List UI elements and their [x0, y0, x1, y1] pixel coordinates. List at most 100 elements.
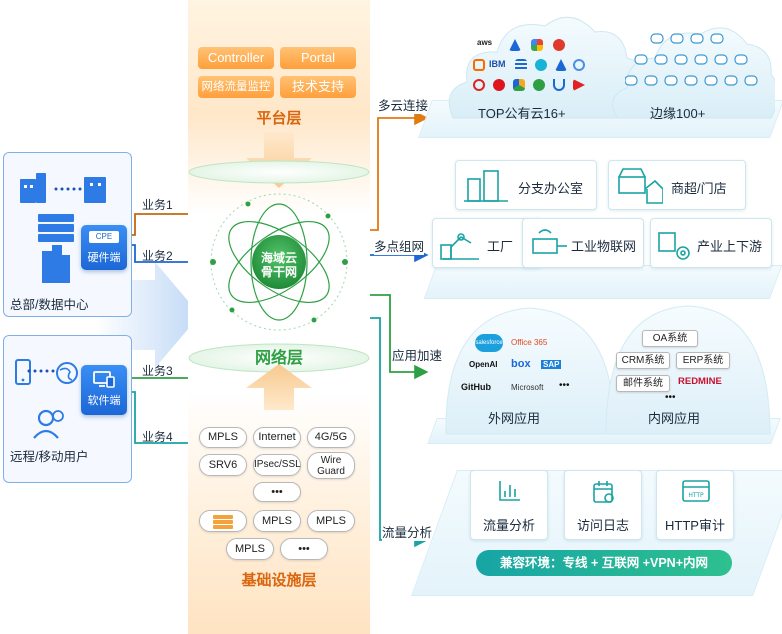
biz-label-4: 业务4 — [142, 430, 173, 444]
infra-pill-ipsec: IPsec/SSL — [253, 454, 301, 476]
internal-more: ••• — [665, 392, 676, 403]
infra-pill-more: ••• — [253, 482, 301, 502]
desktop-icon — [93, 371, 115, 388]
site-card-branch[interactable]: 分支办公室 — [455, 160, 597, 210]
u-logo — [553, 79, 565, 91]
biz-label-1: 业务1 — [142, 198, 173, 212]
down-arrow-icon — [246, 132, 312, 188]
analytics-card-traffic[interactable]: 流量分析 — [470, 470, 548, 540]
green-logo — [533, 79, 545, 91]
app-accel-label: 应用加速 — [392, 345, 443, 364]
red-ring-logo — [473, 79, 485, 91]
site-label-supply-chain: 产业上下游 — [697, 239, 763, 254]
edge-label: 边缘100+ — [650, 106, 706, 121]
internal-app-mail: 邮件系统 — [616, 375, 670, 392]
internal-app-erp: ERP系统 — [676, 352, 730, 369]
public-cloud-logos: aws IBM — [473, 37, 585, 97]
infra-layer-title: 基础设施层 — [241, 572, 317, 589]
controller-button[interactable]: Controller — [198, 47, 274, 69]
gcp-logo — [531, 39, 543, 51]
globe-icon — [56, 362, 78, 384]
infra-pill-internet: Internet — [253, 427, 301, 448]
huawei-logo — [493, 79, 505, 91]
tech-support-button[interactable]: 技术支持 — [280, 76, 356, 98]
infra-pill-mpls-3: MPLS — [307, 510, 355, 532]
bar-chart-icon — [499, 481, 520, 501]
software-label: 软件端 — [87, 395, 121, 407]
salesforce-cloud-logo — [535, 59, 547, 71]
cloud-outline-logo — [573, 59, 585, 71]
biz-label-3: 业务3 — [142, 364, 173, 378]
site-card-supply-chain[interactable]: 产业上下游 — [650, 218, 772, 268]
aws-logo: aws — [477, 38, 493, 47]
traffic-analysis-label: 流量分析 — [382, 522, 433, 541]
tencent-logo — [555, 59, 567, 71]
iiot-device-icon — [532, 229, 567, 254]
infra-pill-more-2: ••• — [280, 538, 328, 560]
infra-pill-4g5g: 4G/5G — [307, 427, 355, 448]
openai-logo: OpenAI — [469, 360, 498, 369]
site-label-iiot: 工业物联网 — [571, 239, 637, 254]
branch-office-icon — [464, 170, 508, 202]
internal-apps-label: 内网应用 — [648, 411, 701, 426]
compat-environment-bar: 兼容环境：专线 + 互联网 +VPN+内网 — [476, 550, 732, 576]
portal-button[interactable]: Portal — [280, 47, 356, 69]
multicolor-logo — [513, 79, 525, 91]
core-label-line1: 海域云 — [260, 251, 297, 265]
infra-pill-mpls-4: MPLS — [226, 538, 274, 560]
internal-app-crm: CRM系统 — [616, 352, 670, 369]
traffic-monitor-button[interactable]: 网络流量监控 — [198, 76, 274, 98]
software-client-badge[interactable]: 软件端 — [81, 365, 127, 415]
infra-pill-srv6: SRV6 — [199, 454, 247, 476]
stack-logo — [515, 59, 527, 71]
cpe-tag: CPE — [89, 231, 119, 243]
analytics-label-logs: 访问日志 — [577, 518, 630, 533]
public-cloud-label: TOP公有云16+ — [478, 106, 566, 121]
core-label: 海域云 骨干网 — [250, 251, 308, 279]
salesforce-logo: salesforce — [475, 334, 503, 352]
github-logo: GitHub — [461, 382, 491, 392]
hq-buildings-icon — [20, 173, 106, 283]
http-audit-icon: HTTP — [682, 480, 710, 502]
red-play-logo — [573, 79, 585, 91]
sites-platform — [423, 265, 782, 299]
multi-cloud-label: 多云连接 — [378, 95, 429, 114]
svg-text:HTTP: HTTP — [688, 492, 704, 499]
site-card-iiot[interactable]: 工业物联网 — [522, 218, 644, 268]
server-rack-icon — [213, 515, 233, 529]
analytics-card-http[interactable]: HTTP HTTP审计 — [656, 470, 734, 540]
redmine-logo: REDMINE — [678, 376, 722, 387]
analytics-card-logs[interactable]: 访问日志 — [564, 470, 642, 540]
hq-label: 总部/数据中心 — [10, 298, 89, 312]
supply-chain-icon — [658, 232, 690, 260]
site-label-branch: 分支办公室 — [518, 181, 584, 196]
microsoft-logo: Microsoft — [511, 383, 544, 392]
ibm-logo: IBM — [489, 59, 506, 69]
infra-pill-server — [199, 510, 247, 532]
office365-logo: Office 365 — [511, 338, 548, 347]
network-layer-title: 网络层 — [254, 350, 303, 367]
infra-pill-mpls: MPLS — [199, 427, 247, 448]
hardware-cpe-badge[interactable]: CPE 硬件端 — [81, 225, 127, 270]
alibaba-logo — [473, 59, 485, 71]
platform-layer-title: 平台层 — [256, 110, 302, 127]
remote-label: 远程/移动用户 — [10, 450, 89, 464]
external-apps-label: 外网应用 — [488, 411, 541, 426]
site-label-factory: 工厂 — [487, 239, 514, 254]
dots-icon — [27, 369, 55, 373]
box-logo: box — [511, 358, 531, 370]
calendar-log-icon — [593, 481, 614, 503]
oracle-logo — [553, 39, 565, 51]
retail-store-icon — [618, 168, 663, 204]
biz-label-2: 业务2 — [142, 249, 173, 263]
external-app-logos: salesforce Office 365 OpenAI box SAP Git… — [455, 328, 600, 400]
sap-logo: SAP — [541, 360, 562, 369]
internal-app-oa: OA系统 — [642, 330, 698, 347]
external-more: ••• — [559, 380, 570, 391]
hardware-label: 硬件端 — [87, 252, 121, 264]
site-card-retail[interactable]: 商超/门店 — [608, 160, 746, 210]
multi-site-label: 多点组网 — [374, 236, 425, 255]
clouds-graphic — [448, 16, 775, 119]
up-arrow-icon — [246, 364, 312, 410]
edge-nodes-icon — [625, 33, 758, 86]
